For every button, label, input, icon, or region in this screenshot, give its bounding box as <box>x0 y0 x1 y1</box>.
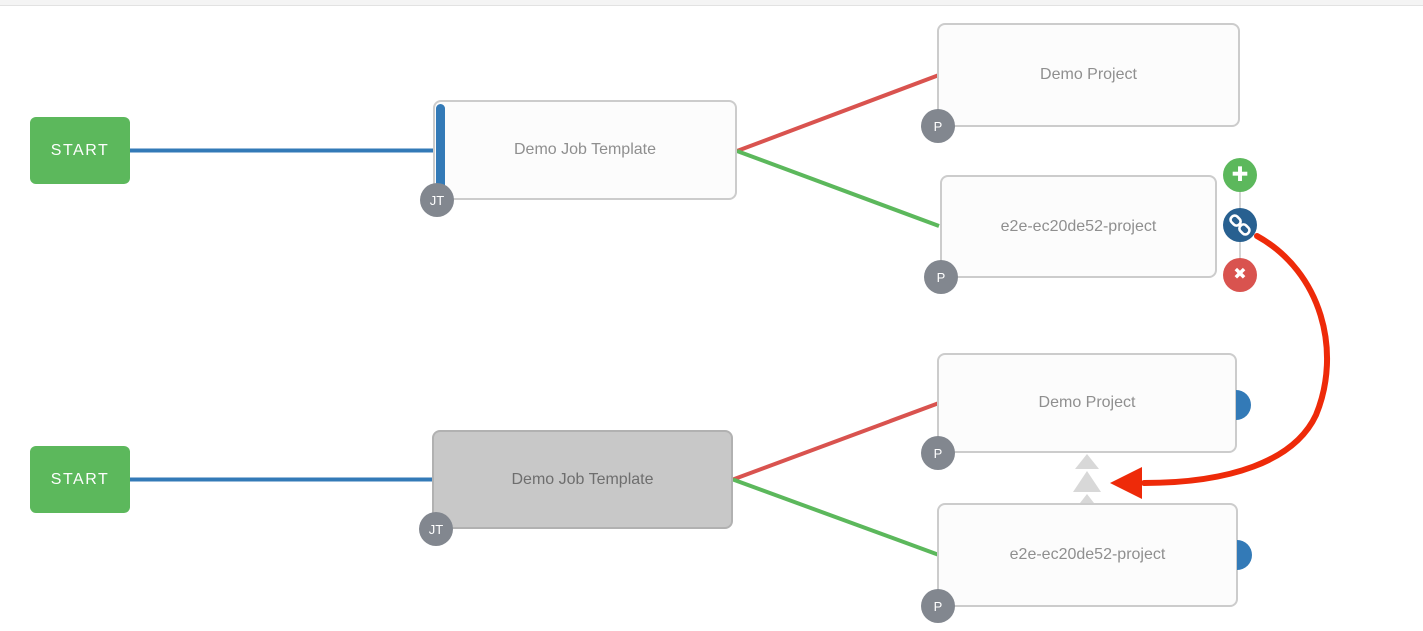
node-label: Demo Project <box>1038 394 1136 411</box>
project-node[interactable]: Demo Project <box>937 353 1237 453</box>
project-type-badge: P <box>924 260 958 294</box>
link-target-handle[interactable] <box>1236 390 1251 420</box>
project-node[interactable]: e2e-ec20de52-project <box>940 175 1217 278</box>
success-link-line <box>736 149 940 228</box>
node-label: e2e-ec20de52-project <box>1009 546 1166 563</box>
project-node[interactable]: Demo Project <box>937 23 1240 127</box>
start-button[interactable]: START <box>30 446 130 513</box>
job-template-node-selected[interactable]: Demo Job Template <box>432 430 733 529</box>
drop-target-arrow <box>1073 471 1101 492</box>
project-type-badge: P <box>921 589 955 623</box>
failure-link-line <box>732 401 940 482</box>
drop-target-arrow <box>1075 454 1099 469</box>
job-template-type-badge: JT <box>419 512 453 546</box>
annotation-arrowhead-icon <box>1110 467 1142 499</box>
add-node-button[interactable]: ✚ <box>1223 158 1257 192</box>
project-type-badge: P <box>921 109 955 143</box>
job-template-node[interactable]: Demo Job Template <box>433 100 737 200</box>
node-label: e2e-ec20de52-project <box>1000 217 1157 235</box>
plus-icon: ✚ <box>1231 164 1249 186</box>
link-node-button[interactable] <box>1223 208 1257 242</box>
node-label: Demo Job Template <box>514 141 656 158</box>
failure-link-line <box>736 73 940 153</box>
node-label: Demo Job Template <box>511 470 654 488</box>
drop-target-arrow <box>1080 494 1094 503</box>
start-button-label: START <box>50 470 110 488</box>
link-target-handle[interactable] <box>1237 540 1252 570</box>
job-template-type-badge: JT <box>420 183 454 217</box>
project-type-badge: P <box>921 436 955 470</box>
toolbar-bottom-edge <box>0 0 1423 6</box>
delete-node-button[interactable]: ✖ <box>1223 258 1257 292</box>
start-button[interactable]: START <box>30 117 130 184</box>
incoming-link-indicator <box>436 104 445 196</box>
success-link-line <box>732 477 940 557</box>
chain-link-icon <box>1229 214 1251 236</box>
delete-x-icon: ✖ <box>1233 266 1247 283</box>
project-node[interactable]: e2e-ec20de52-project <box>937 503 1238 607</box>
start-button-label: START <box>50 141 110 159</box>
node-label: Demo Project <box>1040 66 1137 83</box>
